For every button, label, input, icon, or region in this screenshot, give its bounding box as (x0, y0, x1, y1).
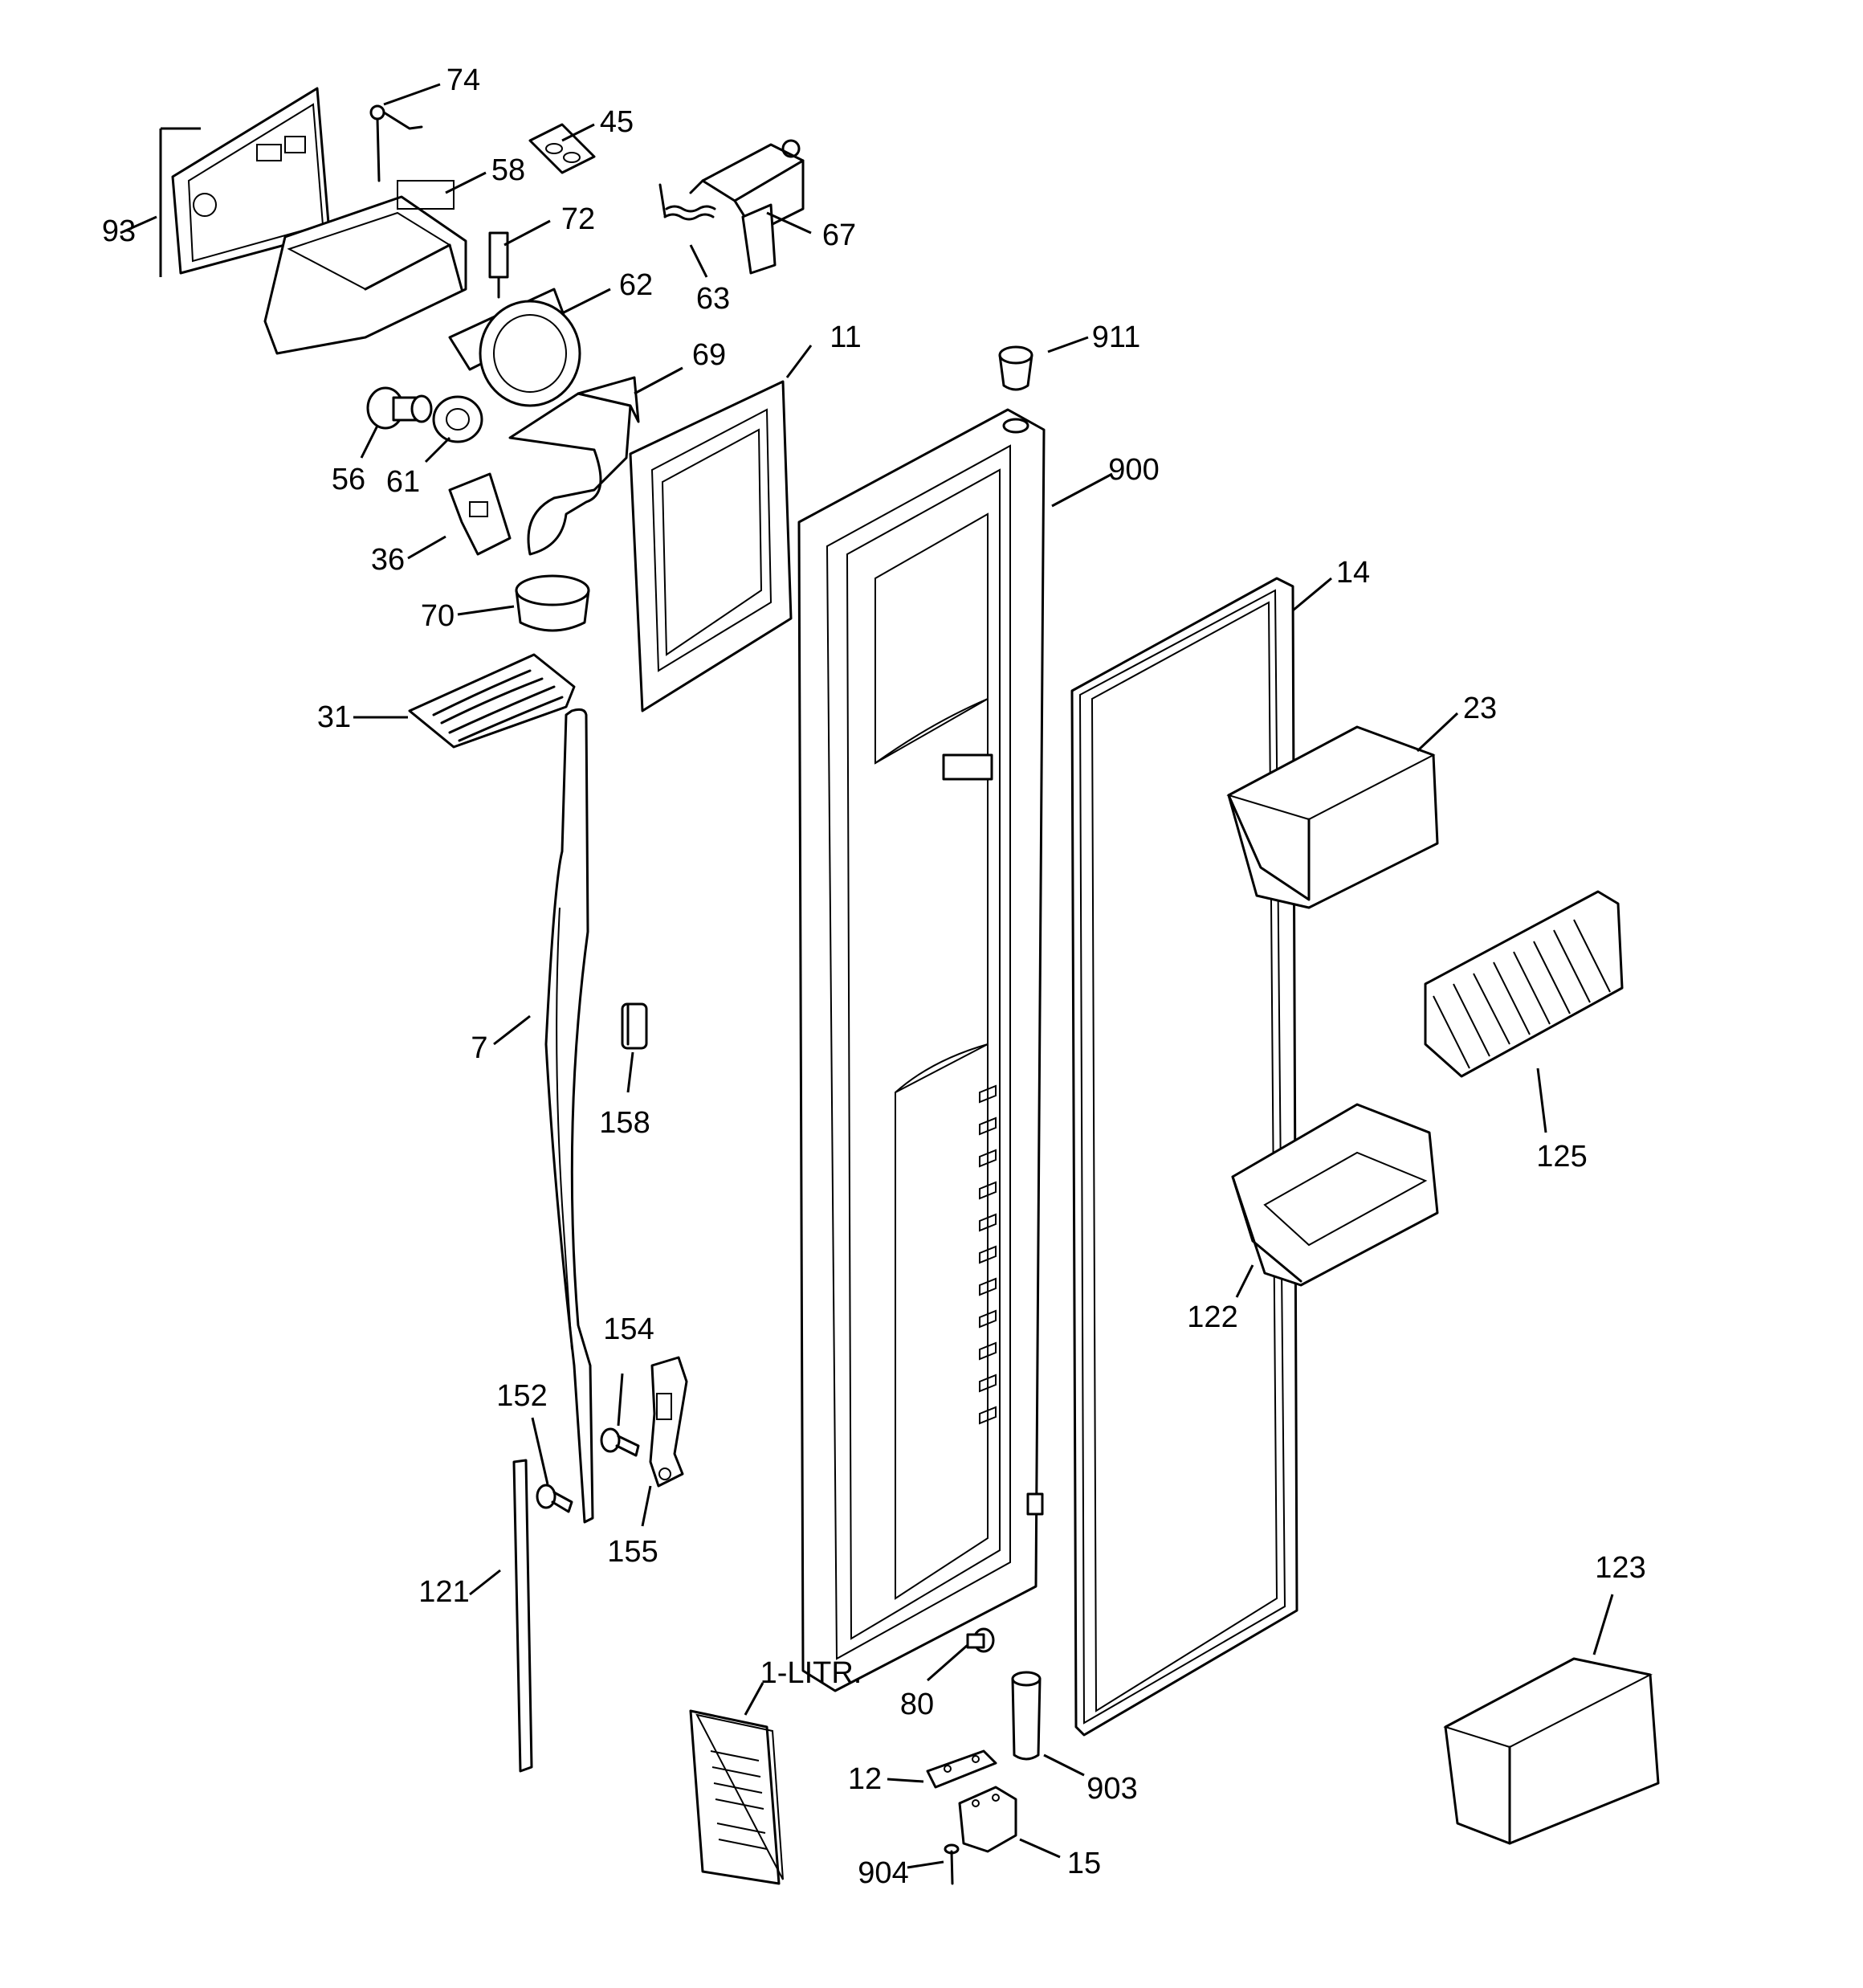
part-12-plate (926, 1749, 997, 1789)
label-80: 80 (899, 1688, 935, 1721)
part-72-switch (488, 231, 509, 299)
part-911-bushing (998, 345, 1033, 391)
part-15-hinge (958, 1786, 1017, 1853)
label-61: 61 (385, 465, 421, 499)
label-1-litr: 1-LITR. (760, 1656, 862, 1690)
part-903-shaft (1011, 1671, 1042, 1761)
label-903: 903 (1086, 1772, 1138, 1806)
label-67: 67 (821, 218, 857, 252)
part-69-chute (508, 376, 640, 556)
part-158-clip (621, 1002, 648, 1050)
part-1-litr-booklet (689, 1709, 784, 1885)
part-123-bin (1443, 1657, 1660, 1845)
part-904-screw (944, 1843, 960, 1885)
label-12: 12 (847, 1762, 883, 1796)
part-900-door (797, 408, 1046, 1692)
label-45: 45 (599, 105, 634, 139)
label-72: 72 (561, 202, 596, 236)
label-74: 74 (446, 63, 481, 97)
part-58-housing (263, 180, 467, 355)
leader-lines (120, 83, 1614, 1869)
label-123: 123 (1595, 1551, 1646, 1585)
label-31: 31 (316, 700, 352, 734)
part-67-shaft (689, 139, 805, 275)
part-121-trim (512, 1459, 533, 1773)
part-74-spring (369, 104, 423, 182)
label-23: 23 (1462, 692, 1498, 725)
label-125: 125 (1536, 1140, 1588, 1174)
part-155-hinge (649, 1356, 688, 1488)
part-125-basket (1424, 890, 1624, 1078)
part-56-cap (366, 386, 433, 430)
label-58: 58 (491, 153, 526, 187)
part-11-frame (629, 380, 793, 712)
part-70-bushing (515, 574, 590, 632)
label-62: 62 (618, 268, 654, 302)
label-158: 158 (599, 1106, 650, 1140)
label-152: 152 (496, 1379, 548, 1413)
label-154: 154 (603, 1312, 654, 1346)
label-900: 900 (1108, 453, 1160, 487)
label-63: 63 (695, 282, 731, 316)
part-61-coupler (432, 395, 483, 443)
label-155: 155 (607, 1535, 658, 1569)
label-11: 11 (830, 320, 862, 354)
label-70: 70 (420, 599, 455, 633)
label-69: 69 (691, 338, 727, 372)
part-122-bin (1231, 1103, 1439, 1287)
part-14-gasket (1070, 577, 1298, 1737)
part-7-handle (544, 708, 594, 1524)
part-80-pin (966, 1627, 995, 1653)
label-911: 911 (1091, 320, 1141, 354)
part-63-spring (658, 183, 716, 221)
part-45-bracket (528, 123, 596, 174)
label-14: 14 (1335, 556, 1371, 590)
label-121: 121 (418, 1575, 470, 1609)
label-15: 15 (1066, 1847, 1102, 1880)
part-31-grille (408, 653, 576, 749)
part-154-screw (600, 1427, 640, 1457)
part-62-ring (448, 288, 581, 407)
label-56: 56 (331, 463, 366, 496)
label-36: 36 (370, 543, 406, 577)
label-122: 122 (1187, 1300, 1238, 1334)
part-23-bin (1226, 725, 1439, 909)
label-904: 904 (858, 1856, 909, 1890)
label-7: 7 (471, 1031, 488, 1065)
part-36-bracket (448, 472, 512, 556)
label-93: 93 (101, 214, 137, 248)
part-152-screw (536, 1484, 573, 1513)
